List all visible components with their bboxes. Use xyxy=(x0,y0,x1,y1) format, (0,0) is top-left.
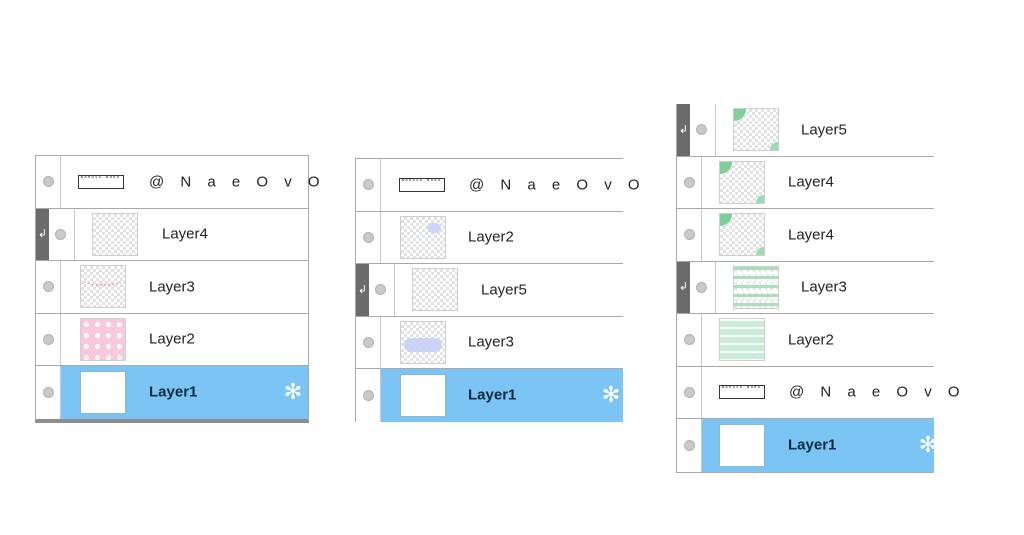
layer-name: Layer3 xyxy=(468,333,514,351)
clipping-arrow-icon: ↲ xyxy=(357,283,368,296)
layer-thumbnail xyxy=(92,212,138,256)
layer-name: @ N a e O v O xyxy=(149,173,326,191)
visibility-dot-icon xyxy=(363,231,374,243)
visibility-toggle[interactable] xyxy=(49,208,75,260)
visibility-dot-icon xyxy=(684,439,695,451)
layer-thumbnail xyxy=(80,265,126,309)
clipping-arrow-icon: ↲ xyxy=(37,228,48,241)
visibility-toggle[interactable] xyxy=(369,264,395,316)
gear-icon[interactable]: ✻ xyxy=(601,382,621,408)
visibility-toggle[interactable] xyxy=(36,313,61,365)
layer-name: @ N a e O v O xyxy=(789,383,966,401)
layer-name: Layer4 xyxy=(788,226,834,244)
layer-row-text[interactable]: ᴺᵃᵉᴼᵛᴼ ᴺᵃᵉᴼ @ N a e O v O xyxy=(356,159,640,212)
clipping-indicator: ↲ xyxy=(356,264,369,316)
layer-row[interactable]: Layer4 xyxy=(677,156,934,209)
text-layer-thumbnail: ᴺᵃᵉᴼᵛᴼ ᴺᵃᵉᴼ xyxy=(78,174,124,189)
layer-row-selected[interactable]: Layer1 ✻ xyxy=(356,369,623,422)
visibility-toggle[interactable] xyxy=(356,369,381,422)
visibility-toggle[interactable] xyxy=(677,314,702,366)
visibility-toggle[interactable] xyxy=(36,261,61,313)
layer-row-selected[interactable]: Layer1 ✻ xyxy=(677,419,937,472)
layer-name: Layer2 xyxy=(788,331,834,349)
layer-name: Layer5 xyxy=(801,121,847,139)
visibility-toggle[interactable] xyxy=(36,366,61,419)
visibility-dot-icon xyxy=(375,284,386,296)
visibility-dot-icon xyxy=(43,386,54,398)
visibility-dot-icon xyxy=(43,333,54,345)
visibility-toggle[interactable] xyxy=(677,209,702,261)
visibility-dot-icon xyxy=(684,176,695,188)
layer-row-selected[interactable]: Layer1 ✻ xyxy=(36,366,308,419)
layer-row-clipped[interactable]: ↲ Layer5 xyxy=(677,104,934,157)
visibility-dot-icon xyxy=(684,334,695,346)
layer-row-clipped[interactable]: ↲ Layer4 xyxy=(36,208,308,261)
layer-row[interactable]: Layer3 xyxy=(356,316,623,369)
visibility-dot-icon xyxy=(684,229,695,241)
layer-name: @ N a e O v O xyxy=(469,176,646,194)
layer-row[interactable]: Layer2 xyxy=(356,211,623,264)
layer-name: Layer2 xyxy=(468,228,514,246)
layer-name: Layer3 xyxy=(149,278,195,296)
visibility-toggle[interactable] xyxy=(690,261,716,313)
visibility-dot-icon xyxy=(363,336,374,348)
layer-row-text[interactable]: ᴺᵃᵉᴼᵛᴼ ᴺᵃᵉᴼ @ N a e O v O xyxy=(36,156,320,209)
layer-name: Layer4 xyxy=(162,225,208,243)
layer-name: Layer2 xyxy=(149,330,195,348)
layer-row-clipped[interactable]: ↲ Layer5 xyxy=(356,264,623,317)
layer-row[interactable]: Layer2 xyxy=(677,314,934,367)
layer-name: Layer1 xyxy=(149,383,198,401)
visibility-toggle[interactable] xyxy=(356,159,381,211)
visibility-toggle[interactable] xyxy=(356,316,381,368)
visibility-dot-icon xyxy=(363,389,374,401)
visibility-toggle[interactable] xyxy=(36,156,61,208)
visibility-dot-icon xyxy=(363,179,374,191)
visibility-toggle[interactable] xyxy=(677,366,702,418)
layers-panel-2: ᴺᵃᵉᴼᵛᴼ ᴺᵃᵉᴼ @ N a e O v O Layer2 ↲ Layer… xyxy=(355,158,640,422)
layer-thumbnail xyxy=(412,268,458,312)
visibility-toggle[interactable] xyxy=(690,104,716,156)
gear-icon[interactable]: ✻ xyxy=(283,379,303,405)
visibility-dot-icon xyxy=(43,176,54,188)
layer-name: Layer1 xyxy=(468,386,517,404)
layer-thumbnail xyxy=(733,108,779,152)
layers-panel-3: ↲ Layer5 Layer4 Layer4 ↲ Layer3 Layer2 ᴺ… xyxy=(676,104,960,473)
layer-name: Layer4 xyxy=(788,173,834,191)
layer-thumbnail xyxy=(719,213,765,257)
layer-row-clipped[interactable]: ↲ Layer3 xyxy=(677,261,934,314)
layer-row-text[interactable]: ᴺᵃᵉᴼᵛᴼ ᴺᵃᵉᴼ @ N a e O v O xyxy=(677,366,960,419)
layer-name: Layer3 xyxy=(801,278,847,296)
visibility-toggle[interactable] xyxy=(677,156,702,208)
layer-thumbnail xyxy=(400,215,446,259)
gear-icon[interactable]: ✻ xyxy=(918,432,938,458)
visibility-dot-icon xyxy=(696,281,707,293)
clipping-indicator: ↲ xyxy=(677,261,690,313)
layer-thumbnail xyxy=(400,373,446,417)
layer-thumbnail xyxy=(400,320,446,364)
text-layer-thumbnail: ᴺᵃᵉᴼᵛᴼ ᴺᵃᵉᴼ xyxy=(399,177,445,192)
clipping-arrow-icon: ↲ xyxy=(678,123,689,136)
layer-thumbnail xyxy=(719,318,765,362)
layer-thumbnail xyxy=(733,265,779,309)
clipping-indicator: ↲ xyxy=(36,208,49,260)
clipping-arrow-icon: ↲ xyxy=(678,281,689,294)
visibility-toggle[interactable] xyxy=(356,211,381,263)
layer-row[interactable]: Layer2 xyxy=(36,313,308,366)
visibility-dot-icon xyxy=(43,281,54,293)
layer-thumbnail xyxy=(80,317,126,361)
layer-thumbnail xyxy=(80,370,126,414)
layer-name: Layer1 xyxy=(788,436,837,454)
layer-thumbnail xyxy=(719,423,765,467)
layer-thumbnail xyxy=(719,160,765,204)
layer-name: Layer5 xyxy=(481,281,527,299)
visibility-toggle[interactable] xyxy=(677,419,702,472)
visibility-dot-icon xyxy=(55,228,66,240)
visibility-dot-icon xyxy=(684,386,695,398)
clipping-indicator: ↲ xyxy=(677,104,690,156)
layer-row[interactable]: Layer4 xyxy=(677,209,934,262)
layers-panel-1: ᴺᵃᵉᴼᵛᴼ ᴺᵃᵉᴼ @ N a e O v O ↲ Layer4 Layer… xyxy=(35,155,320,423)
layer-row[interactable]: Layer3 xyxy=(36,261,308,314)
visibility-dot-icon xyxy=(696,124,707,136)
text-layer-thumbnail: ᴺᵃᵉᴼᵛᴼ ᴺᵃᵉᴼ xyxy=(719,385,765,400)
